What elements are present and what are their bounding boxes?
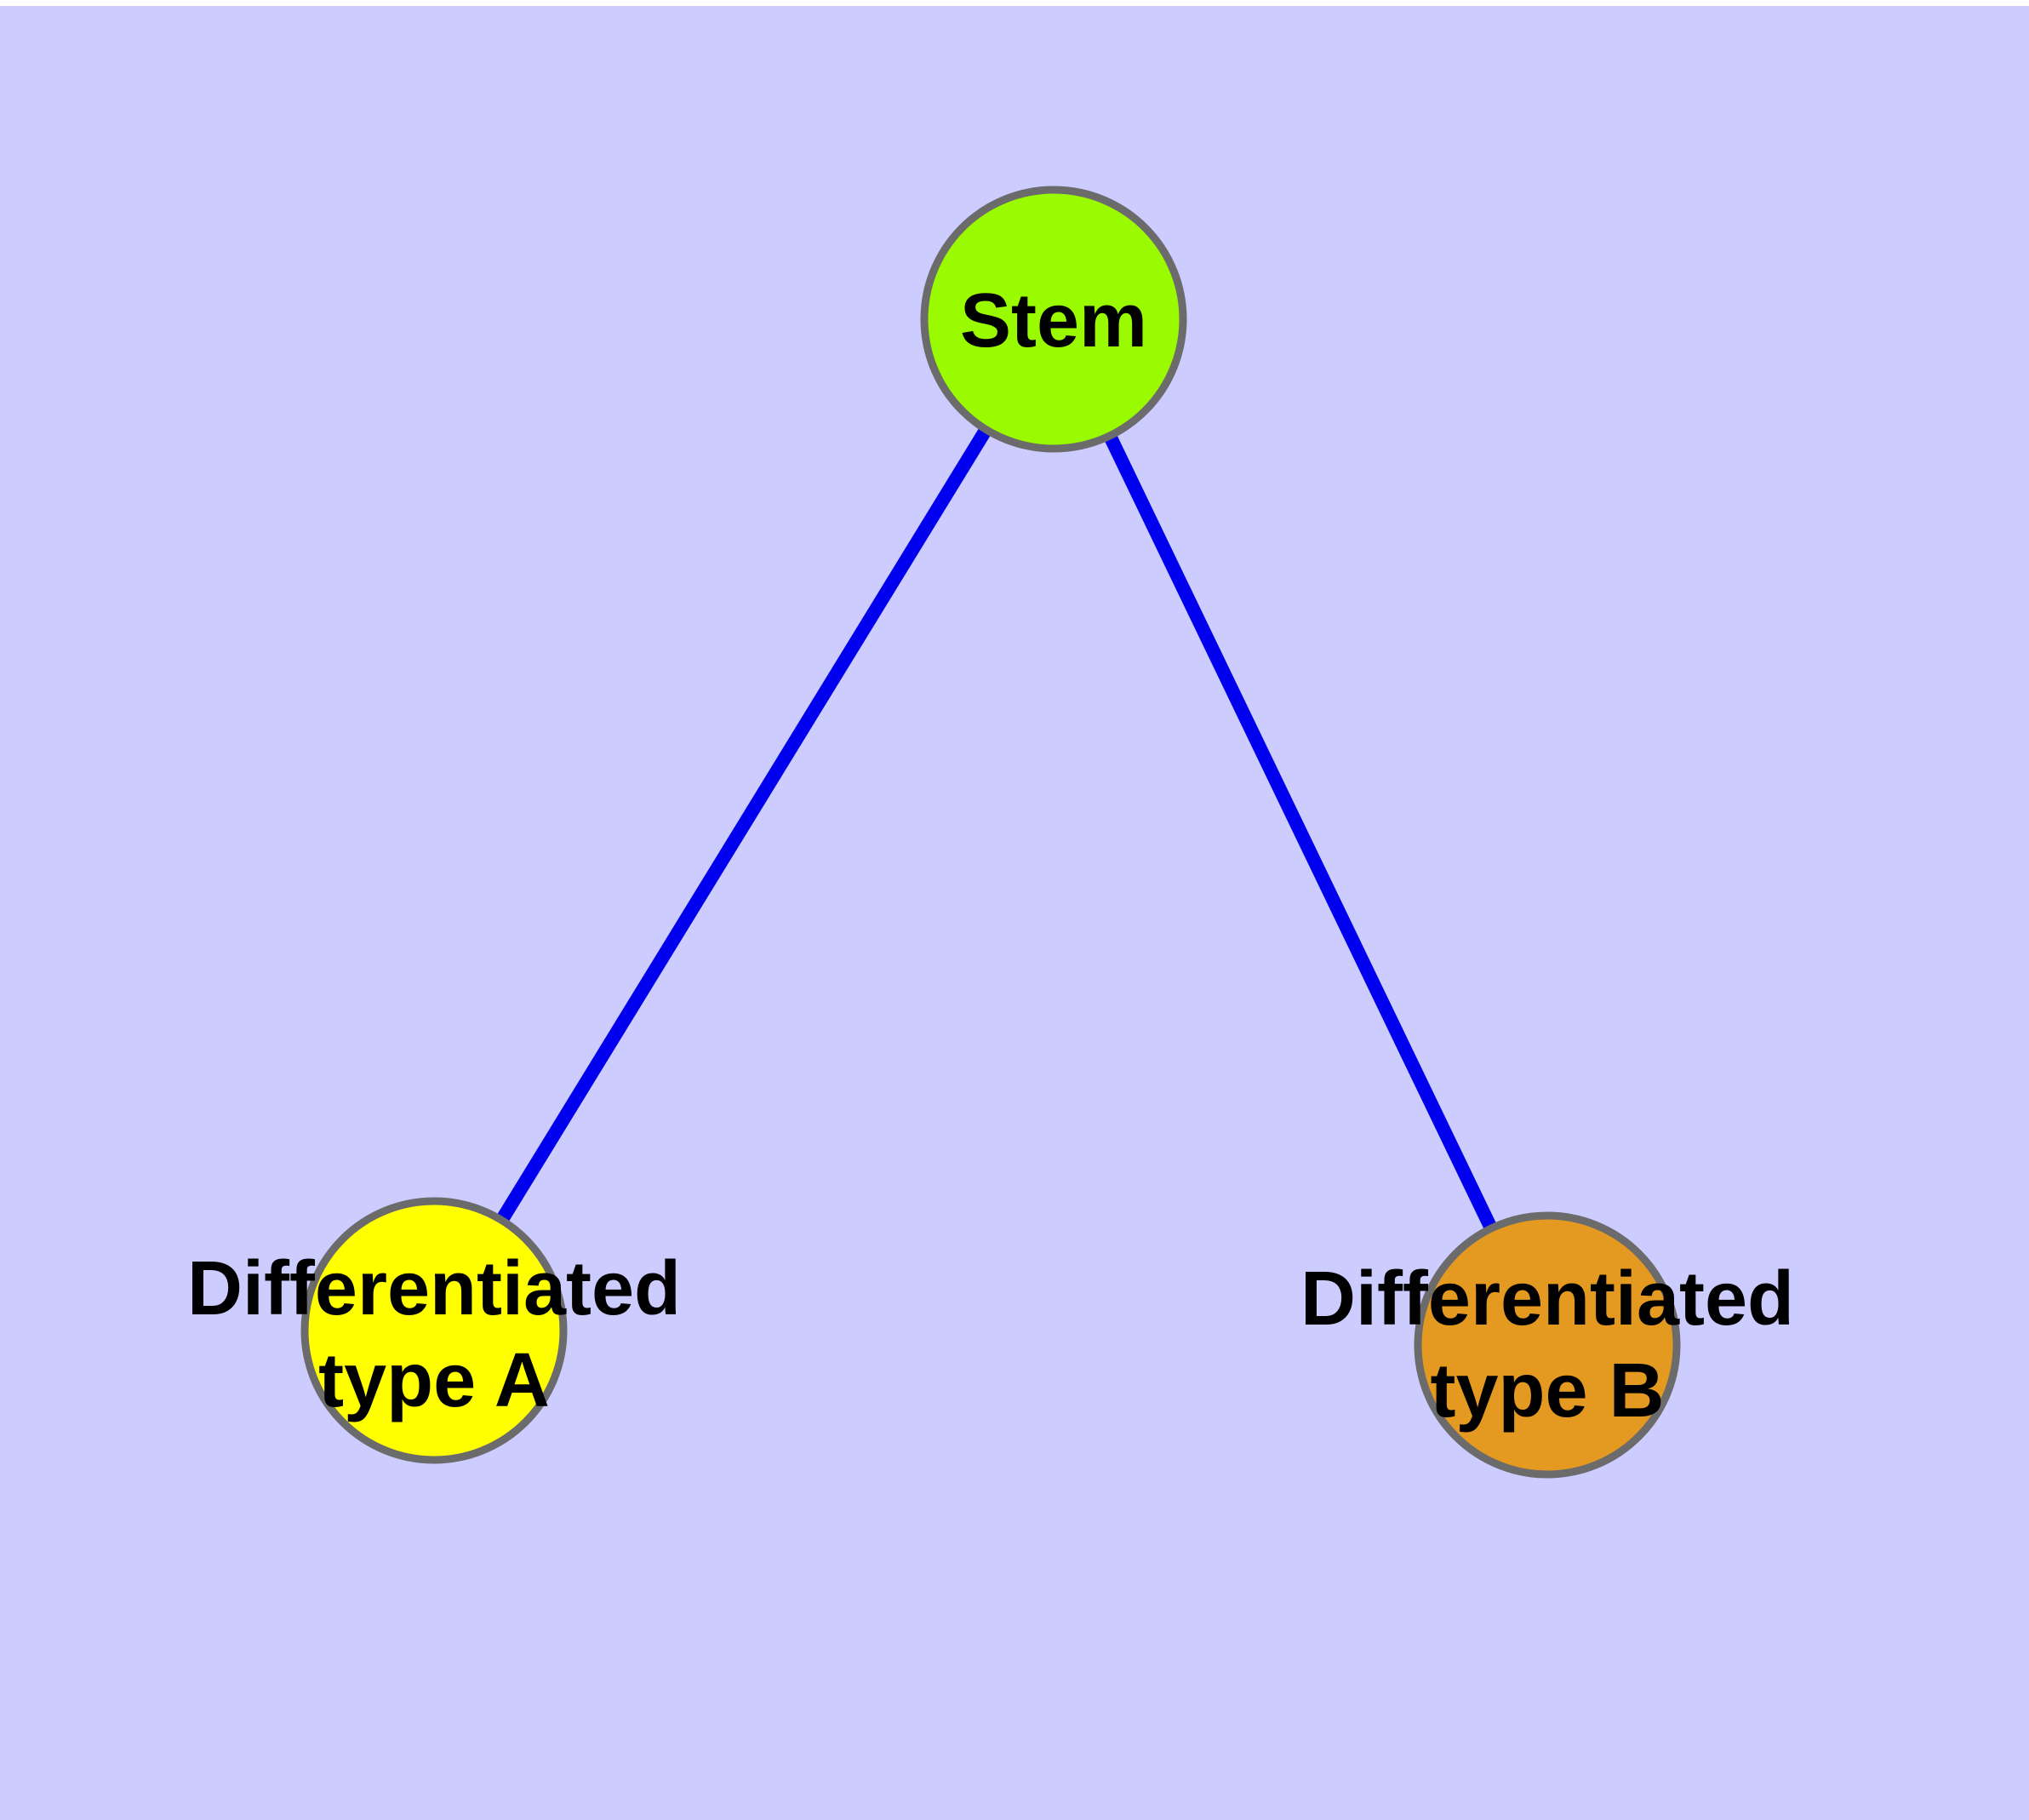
edge-stem-to-type-a	[428, 315, 1060, 1335]
node-type-a-circle	[300, 1197, 568, 1464]
node-stem-circle	[920, 186, 1187, 453]
edge-stem-to-type-b	[1047, 316, 1554, 1348]
node-type-b-label-line2: type B	[1430, 1348, 1664, 1434]
node-type-b-circle	[1414, 1211, 1681, 1479]
node-type-b-label-line1: Differentiated	[1300, 1256, 1794, 1342]
node-type-a-label-line1: Differentiated	[187, 1246, 681, 1331]
node-stem-label: Stem	[960, 278, 1147, 363]
node-type-a-label-line2: type A	[318, 1338, 550, 1423]
